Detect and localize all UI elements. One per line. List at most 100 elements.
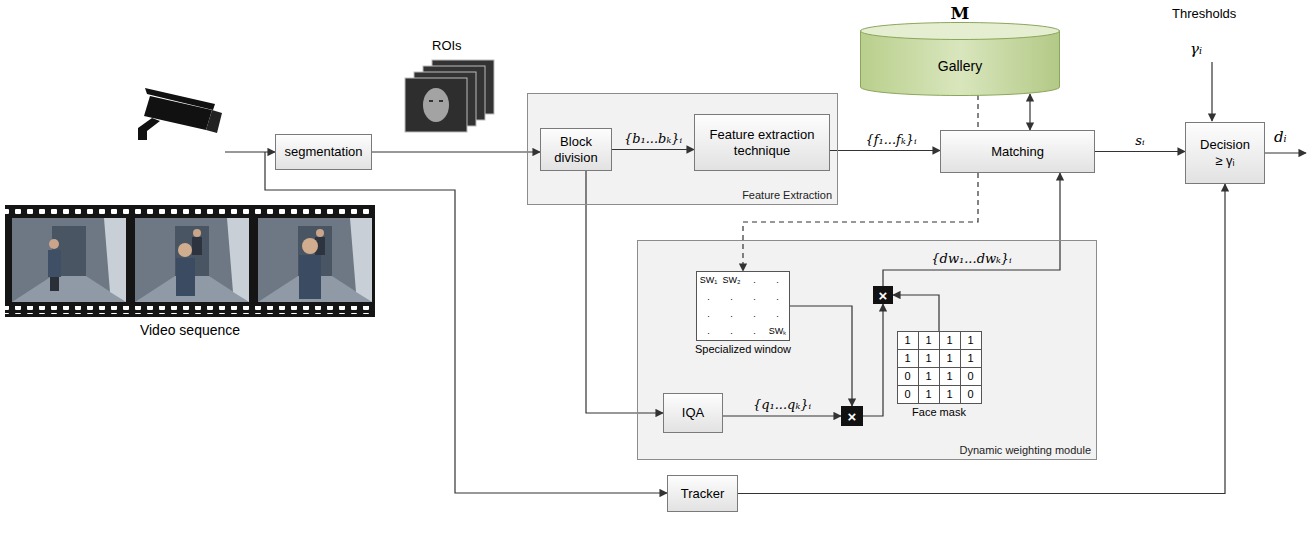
grid-cell: 1: [919, 332, 939, 349]
cell-value: .: [730, 327, 733, 336]
cell-value: .: [730, 310, 733, 319]
grid-cell: 0: [961, 386, 981, 403]
grid-cell: 1: [898, 350, 918, 367]
process-box: Matching: [940, 130, 1095, 173]
person-head: [178, 243, 192, 257]
cell-value: .: [776, 310, 779, 319]
connector: [723, 415, 841, 416]
figure-caption: Video sequence: [140, 322, 240, 339]
grid-cell: .: [743, 323, 766, 340]
multiply-box: ×: [873, 286, 893, 304]
grid-cell: SW₁: [697, 272, 720, 289]
cell-value: 1: [946, 371, 952, 382]
film-holes: [5, 306, 375, 314]
output-arrow: [1265, 152, 1306, 153]
video-frame: [12, 218, 126, 302]
feed-line: [225, 151, 275, 152]
operator-symbol: ×: [848, 409, 857, 424]
annotation: Thresholds: [1172, 6, 1236, 22]
frame-door: [227, 218, 249, 302]
person-legs: [50, 277, 59, 291]
cell-value: .: [776, 293, 779, 302]
cell-value: 0: [904, 371, 910, 382]
camera-mount: [138, 118, 160, 140]
database-cylinder: Gallery: [860, 22, 1060, 96]
grid-cell: .: [720, 289, 743, 306]
grid-cell: 1: [919, 386, 939, 403]
cell-value: .: [753, 276, 756, 285]
dashed-connector: [977, 95, 978, 130]
edge-label: {b₁...bₖ}ᵢ: [624, 131, 682, 147]
grid-cell: .: [766, 272, 789, 289]
panel-heading: Feature Extraction: [742, 189, 832, 202]
process-box: Feature extraction technique: [694, 114, 830, 171]
cell-value: SW₁: [700, 276, 718, 285]
person-body: [48, 250, 61, 277]
grid-cell: 1: [919, 350, 939, 367]
process-box: Tracker: [667, 475, 738, 512]
cell-value: 0: [967, 371, 973, 382]
connector: [372, 151, 540, 152]
connector: [893, 295, 939, 331]
person-head: [302, 238, 318, 254]
box-label: Gallery: [938, 58, 982, 75]
film-base: [5, 205, 375, 317]
cell-value: .: [753, 310, 756, 319]
box-label: Matching: [991, 144, 1044, 160]
grid-cell: .: [766, 306, 789, 323]
grid-cell: .: [743, 306, 766, 323]
person-body: [299, 255, 321, 299]
face-eye: [429, 100, 433, 102]
frame-wall: [258, 218, 372, 302]
grid-cell: SW₂: [720, 272, 743, 289]
module-panel: Block division Feature extraction techniq…: [527, 93, 838, 205]
decision-box: Decision≥ γᵢ: [1185, 122, 1265, 184]
grid-cell: .: [766, 289, 789, 306]
panel-fill: [637, 240, 1097, 460]
connector: [863, 304, 883, 416]
person-head: [316, 229, 324, 237]
box-label: IQA: [682, 405, 704, 421]
window-grid: SW₁SW₂.............SWₖSpecialized window: [683, 271, 803, 356]
cylinder-top: [861, 23, 1060, 40]
film-holes: [5, 207, 375, 215]
cell-value: 0: [904, 389, 910, 400]
cell-value: .: [776, 276, 779, 285]
frame-floor: [12, 276, 126, 302]
box-label: Decision: [1200, 137, 1250, 153]
cell-value: 1: [925, 371, 931, 382]
grid-caption: Face mask: [889, 406, 989, 419]
grid-cell: 0: [961, 368, 981, 385]
grid-cell: .: [697, 323, 720, 340]
grid-caption: Specialized window: [683, 343, 803, 356]
grid-cell: 1: [940, 386, 960, 403]
mask-grid: 1111111101100110: [897, 331, 982, 404]
cell-value: SW₂: [723, 276, 741, 285]
video-frame: [135, 218, 249, 302]
cell-value: .: [707, 310, 710, 319]
operator-symbol: ×: [879, 288, 888, 303]
grid-cell: 0: [898, 368, 918, 385]
cell-value: 1: [946, 389, 952, 400]
grid-cell: 1: [940, 368, 960, 385]
face-shape: [423, 88, 449, 122]
process-box: Block division: [540, 128, 612, 171]
roi-faces: [405, 60, 494, 132]
cell-value: 1: [925, 389, 931, 400]
cell-value: 1: [946, 353, 952, 364]
grid-cell: .: [743, 289, 766, 306]
video-filmstrip: [5, 205, 375, 317]
image-label: ROIs: [432, 38, 462, 54]
symbol-label: M: [951, 3, 970, 23]
person-head: [193, 229, 201, 237]
grid-cell: .: [697, 306, 720, 323]
person-head: [49, 239, 59, 249]
box-label: Tracker: [681, 486, 725, 502]
cell-value: SWₖ: [769, 327, 787, 336]
connector: [883, 173, 1060, 286]
threshold-arrow: [1211, 62, 1212, 121]
frame-door: [104, 218, 126, 302]
